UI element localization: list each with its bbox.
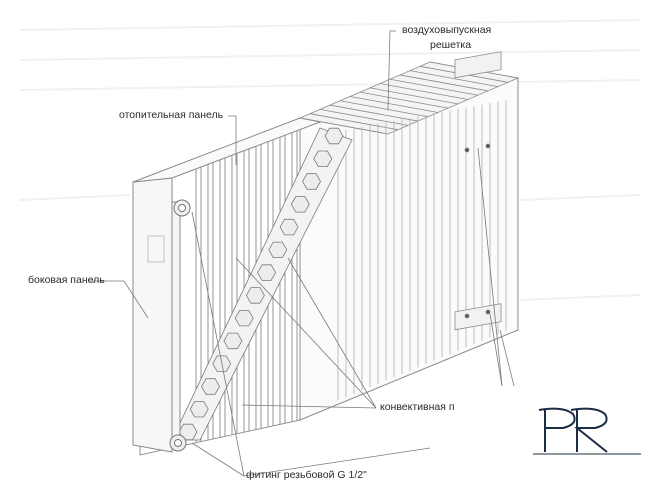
label-air-outlet-grille-line2: решетка bbox=[430, 39, 472, 51]
hex-cell bbox=[189, 400, 209, 418]
brand-emblem bbox=[147, 235, 165, 263]
grille-slat bbox=[389, 78, 479, 96]
label-heating-panel: отопительная панель bbox=[119, 109, 224, 121]
hex-cell bbox=[324, 127, 344, 145]
convector-cutaway bbox=[171, 127, 353, 441]
hex-cell bbox=[279, 218, 299, 236]
label-air-outlet-grille: воздуховыпускная bbox=[402, 24, 492, 36]
grille-slat bbox=[319, 108, 409, 126]
convection-ribs bbox=[337, 100, 507, 401]
grille-slat bbox=[399, 74, 489, 92]
hex-cell bbox=[290, 196, 310, 213]
label-convection-panel: конвективная п bbox=[380, 401, 455, 413]
threaded-fitting-top bbox=[173, 199, 191, 217]
leader-lines bbox=[88, 30, 515, 477]
hex-cell bbox=[313, 150, 333, 168]
hex-cell bbox=[257, 264, 277, 281]
grille-slat bbox=[379, 83, 469, 100]
grille-slat bbox=[329, 104, 419, 122]
label-fitting: фитинг резьбовой G 1/2" bbox=[246, 469, 367, 481]
background-watermark bbox=[19, 19, 641, 301]
grille-slat bbox=[409, 70, 499, 88]
heating-fin bbox=[291, 119, 298, 422]
brand-logo bbox=[533, 407, 641, 455]
grille-slat bbox=[339, 100, 429, 118]
vertical-pipe bbox=[171, 201, 181, 443]
mounting-bracket-top bbox=[454, 51, 502, 153]
grille-slat bbox=[349, 96, 439, 113]
grille-slat bbox=[359, 91, 449, 109]
side-panel bbox=[132, 117, 322, 453]
hex-cell bbox=[201, 378, 220, 395]
hex-cell bbox=[234, 309, 254, 327]
threaded-fitting-bottom bbox=[169, 434, 187, 452]
air-outlet-grille bbox=[298, 61, 520, 135]
hex-cells bbox=[178, 127, 344, 441]
grille-slats bbox=[299, 61, 519, 135]
hex-cell bbox=[245, 287, 265, 304]
grille-slat bbox=[309, 113, 399, 131]
label-side-panel: боковая панель bbox=[28, 274, 105, 286]
hex-cell bbox=[302, 173, 321, 190]
grille-slat bbox=[369, 87, 459, 105]
hex-cell bbox=[223, 332, 243, 350]
hex-cell bbox=[268, 241, 288, 259]
heating-fin bbox=[231, 143, 238, 435]
mounting-bracket-bottom bbox=[454, 303, 502, 331]
